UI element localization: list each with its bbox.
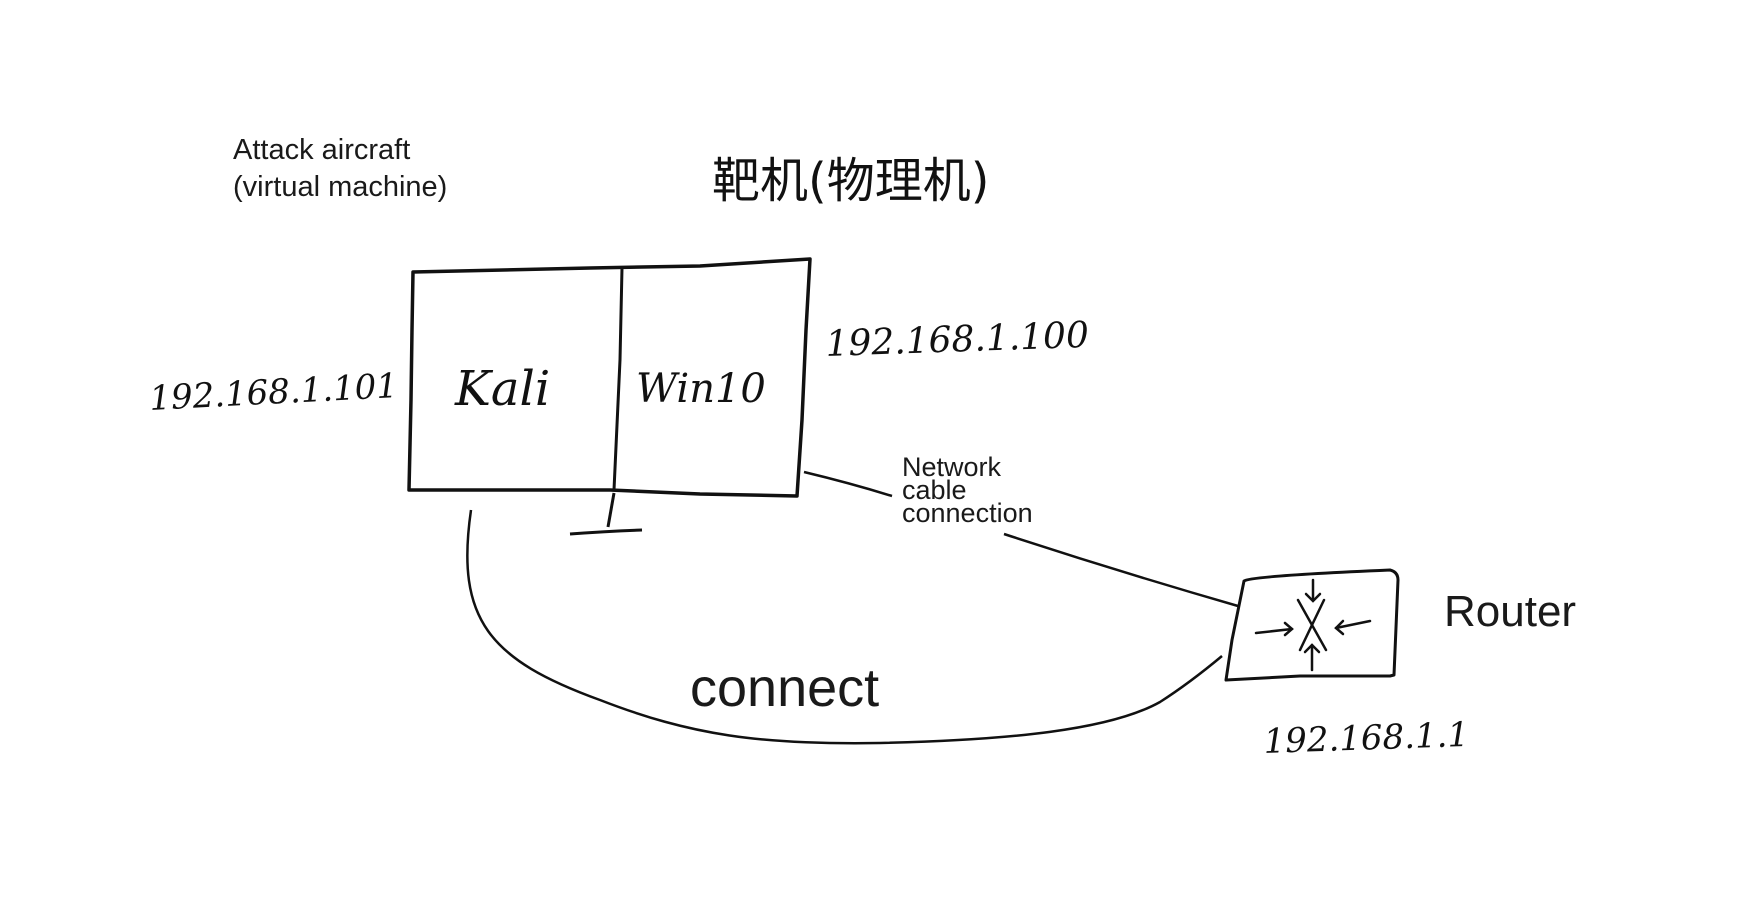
cable-label-line3: connection <box>902 498 1033 528</box>
connect-label: connect <box>690 658 880 718</box>
monitor-stand-neck <box>606 492 616 528</box>
win10-label: Win10 <box>636 366 766 412</box>
cable-label-line2: cable <box>902 475 967 505</box>
router-label: Router <box>1444 587 1577 636</box>
network-cable-lower <box>1003 532 1239 608</box>
attack-aircraft-line1: Attack aircraft <box>233 134 411 166</box>
host-machine-title: 靶机(物理机) <box>712 153 989 209</box>
ip-win10: 192.168.1.100 <box>825 315 1090 365</box>
monitor-frame <box>407 257 812 498</box>
monitor-stand-base <box>569 528 643 536</box>
kali-label: Kali <box>454 361 550 417</box>
router-symbol-icon <box>1254 578 1372 672</box>
cable-label-line1: Network <box>902 452 1002 482</box>
router-box <box>1224 568 1400 682</box>
ip-router: 192.168.1.1 <box>1263 715 1470 762</box>
connect-curve <box>466 509 1223 745</box>
network-cable-upper <box>803 470 893 498</box>
attack-aircraft-label: Attack aircraft (virtual machine) <box>233 132 447 206</box>
ip-kali: 192.168.1.101 <box>148 366 399 419</box>
network-cable-label: Network cable connection <box>902 452 1033 528</box>
attack-aircraft-line2: (virtual machine) <box>233 171 448 203</box>
monitor-divider <box>612 267 624 491</box>
